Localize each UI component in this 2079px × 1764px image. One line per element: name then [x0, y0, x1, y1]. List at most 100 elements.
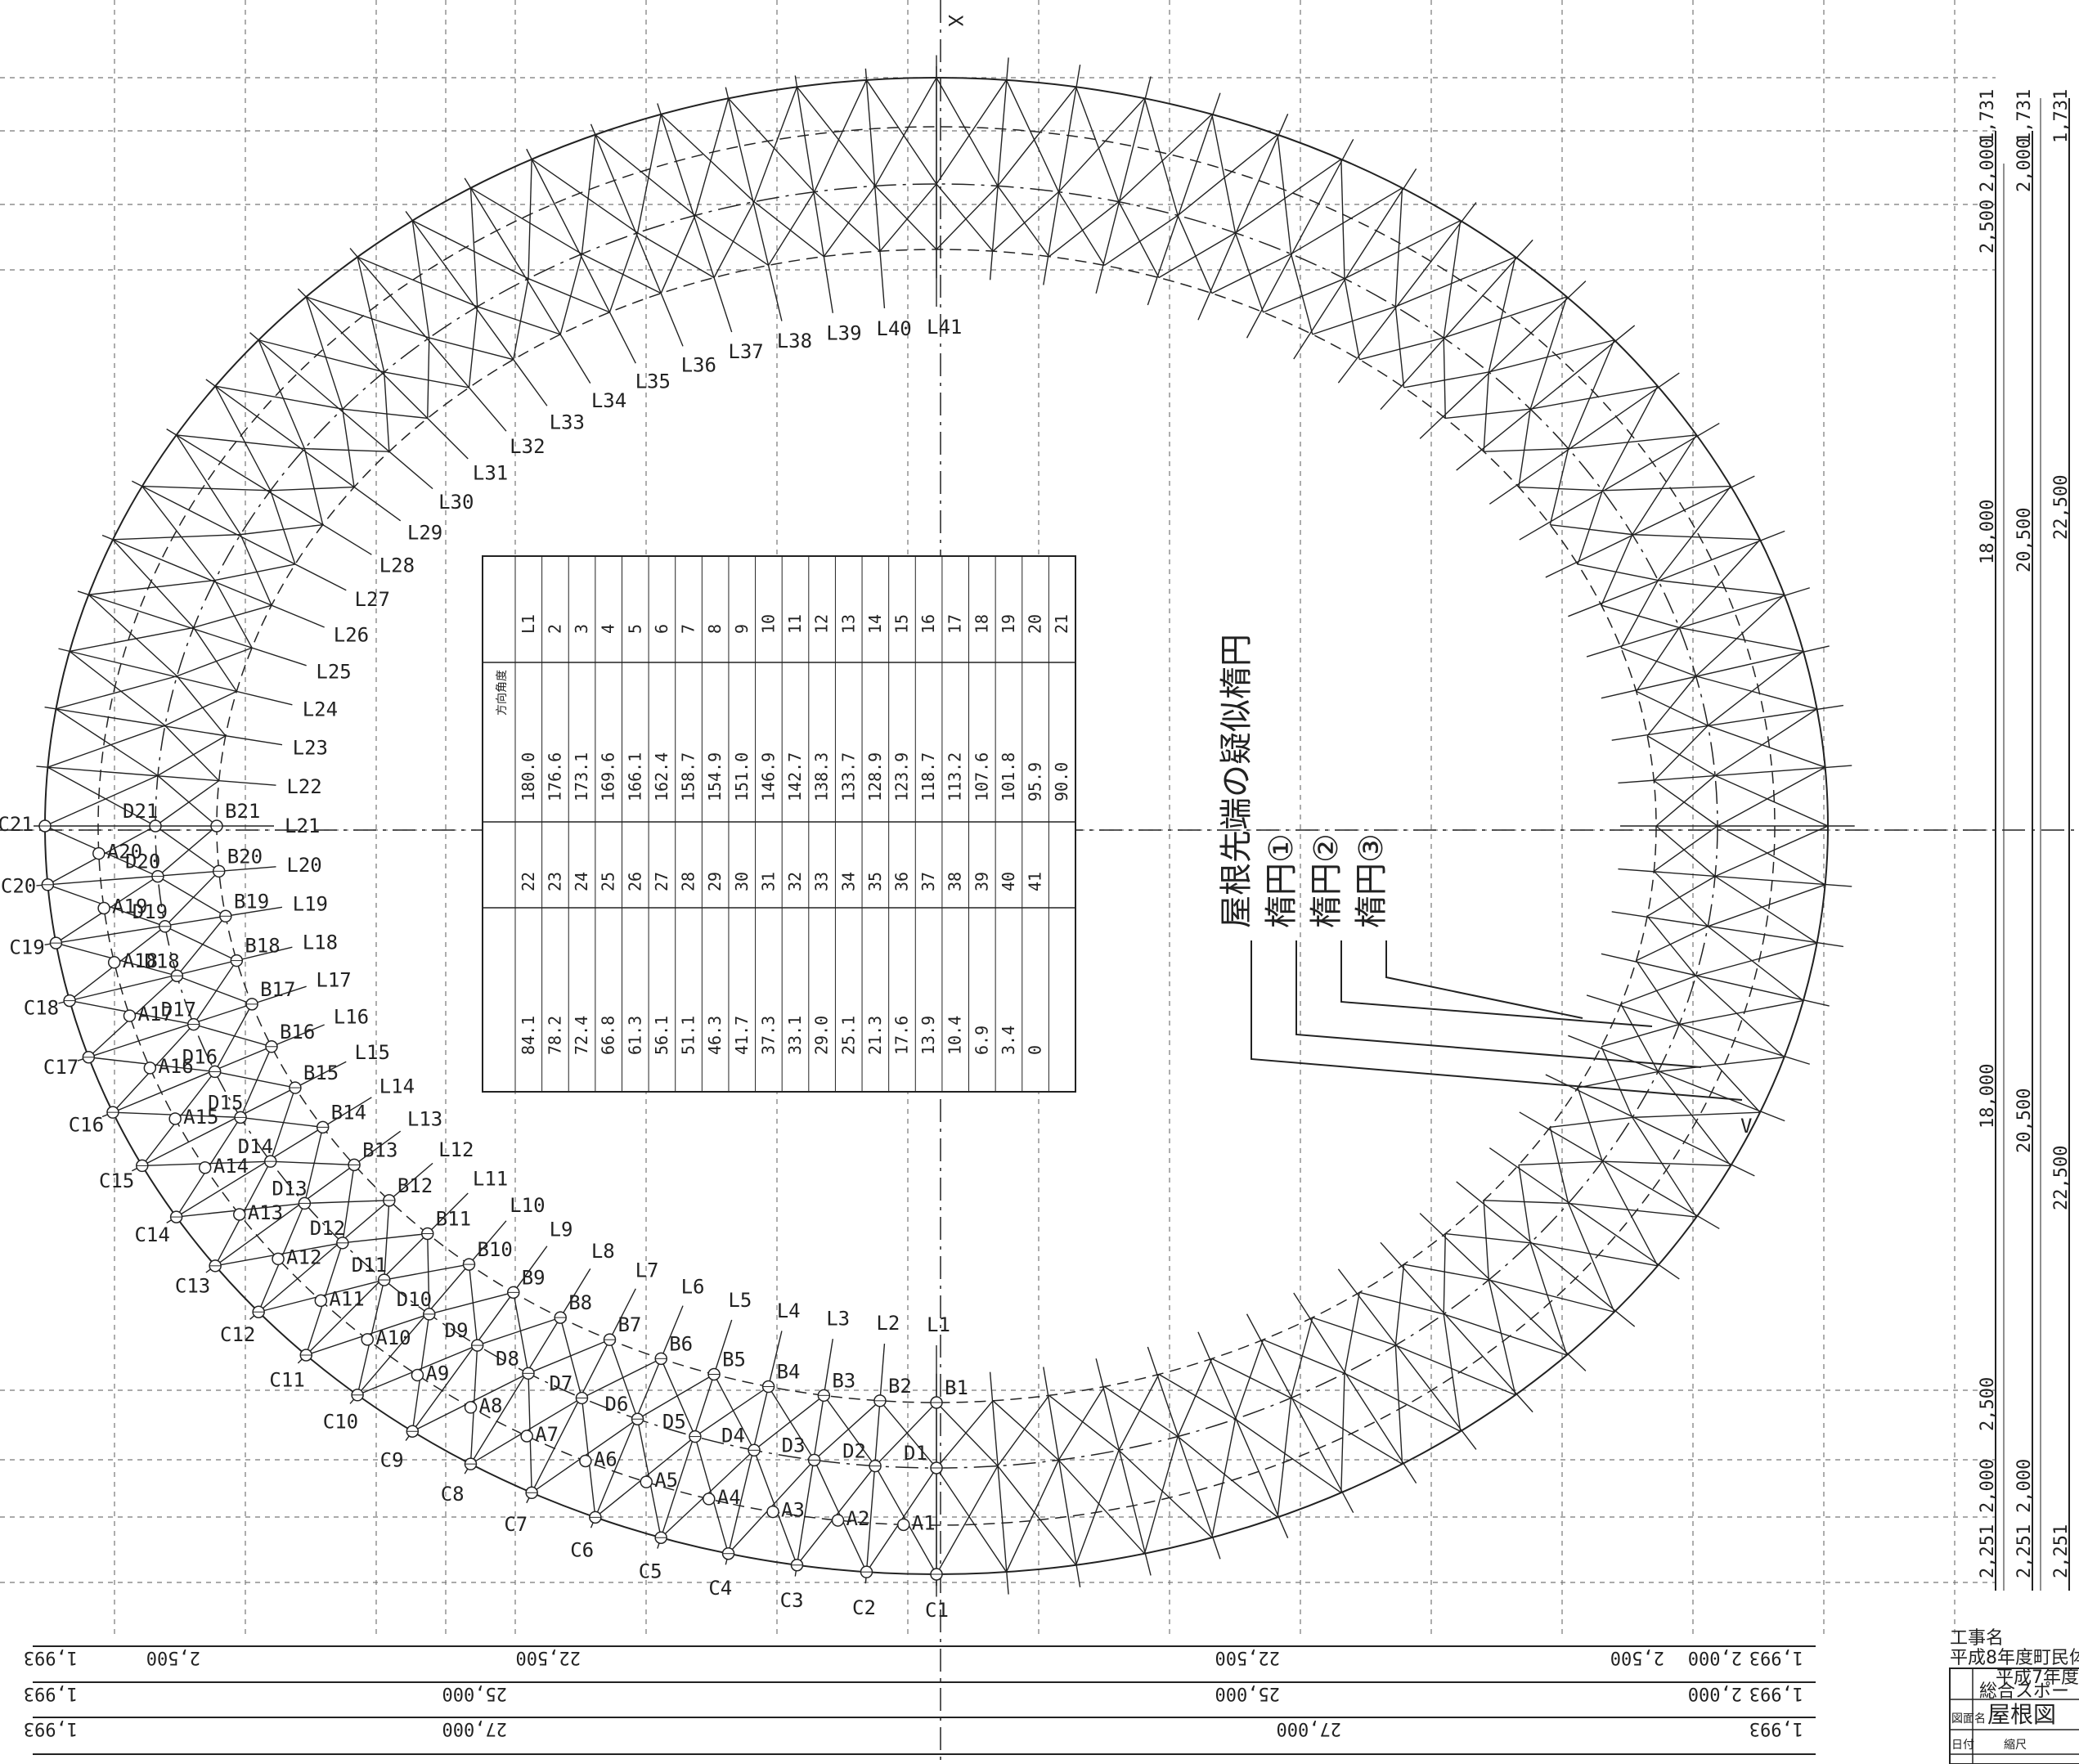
radial-member: [1601, 953, 1830, 1007]
diagonal-member: [1632, 1117, 1697, 1218]
diagonal-member: [1445, 408, 1531, 420]
diagonal-member: [694, 1385, 769, 1438]
node-label-c21: C21: [0, 813, 34, 836]
diagonal-member: [513, 278, 529, 360]
diagonal-member: [581, 1358, 662, 1399]
node-label-c12: C12: [220, 1323, 255, 1346]
diagonal-member: [1235, 159, 1342, 234]
table-cell: 30: [732, 872, 752, 891]
diagonal-member: [874, 77, 937, 186]
right-dim-label: 2,251: [2051, 1524, 2072, 1578]
diagonal-member: [1104, 1385, 1179, 1438]
radial-member: [1337, 202, 1477, 384]
diagonal-member: [1403, 371, 1489, 388]
diagonal-member: [865, 79, 937, 185]
node-label-b9: B9: [522, 1266, 546, 1289]
node-label-l23: L23: [293, 737, 328, 760]
diagonal-member: [1263, 1339, 1345, 1374]
diagonal-member: [1567, 1203, 1615, 1313]
diagonal-member: [1340, 159, 1345, 279]
node-label-l7: L7: [635, 1259, 659, 1282]
diagonal-member: [1601, 534, 1633, 606]
node-a6: [579, 1454, 592, 1468]
table-cell: 40: [999, 872, 1018, 891]
diagonal-member: [384, 1200, 390, 1281]
bottom-dim-label: 1,993: [24, 1647, 78, 1667]
node-label-b3: B3: [832, 1369, 855, 1392]
radial-member: [1456, 1181, 1636, 1327]
node-label-b15: B15: [303, 1062, 339, 1084]
diagonal-member: [1211, 1358, 1291, 1399]
diagonal-member: [258, 339, 384, 373]
table-cell: 36: [892, 872, 912, 891]
node-label-l22: L22: [286, 775, 321, 798]
diagonal-member: [608, 1339, 639, 1420]
table-cell: 6: [652, 624, 671, 634]
scale-label: 縮尺: [2004, 1739, 2027, 1752]
node-label-b11: B11: [436, 1208, 471, 1231]
table-cell: 46.3: [705, 1016, 725, 1055]
diagonal-member: [155, 825, 220, 872]
diagonal-member: [1118, 201, 1160, 278]
diagonal-member: [559, 1317, 583, 1398]
diagonal-member: [814, 191, 881, 252]
diagonal-member: [936, 1467, 1008, 1573]
diagonal-member: [303, 1127, 324, 1204]
diagonal-member: [992, 191, 1059, 252]
radial-member: [1197, 114, 1289, 321]
node-label-l24: L24: [303, 698, 338, 721]
bottom-dim-label: 25,000: [442, 1683, 507, 1703]
diagonal-member: [214, 385, 272, 491]
diagonal-member: [753, 201, 824, 258]
bottom-dim-label: 2,000: [1688, 1683, 1742, 1703]
diagonal-member: [528, 159, 532, 279]
node-label-l27: L27: [355, 588, 390, 611]
right-dim-label: 20,500: [2014, 1088, 2035, 1153]
diagonal-member: [814, 1400, 881, 1461]
diagonal-member: [429, 337, 514, 361]
diagonal-member: [1646, 735, 1716, 777]
diagonal-member: [1005, 79, 1060, 192]
node-label-d2: D2: [842, 1440, 866, 1463]
diagonal-member: [1708, 884, 1825, 927]
table-cell: 166.1: [625, 752, 644, 801]
node-label-d5: D5: [662, 1411, 686, 1434]
table-cell: 7: [679, 624, 698, 634]
diagonal-member: [936, 1466, 999, 1575]
diagonal-member: [1717, 766, 1825, 827]
diagonal-member: [1602, 1160, 1731, 1167]
diagonal-member: [1707, 650, 1804, 726]
bottom-dim-label: 22,500: [516, 1647, 581, 1667]
node-label-a17: A17: [137, 1003, 173, 1026]
diagonal-member: [164, 690, 237, 726]
diagonal-member: [1344, 278, 1360, 360]
radial-member: [1489, 1147, 1680, 1280]
diagonal-member: [767, 1386, 815, 1461]
right-dim-label: 2,000: [1978, 1459, 1998, 1513]
diagonal-member: [1577, 563, 1659, 581]
table-cell: 4: [599, 624, 618, 634]
radial-member: [205, 379, 402, 522]
node-label-l39: L39: [826, 322, 861, 345]
node-label-l17: L17: [316, 969, 351, 992]
diagonal-member: [1530, 385, 1658, 410]
diagonal-member: [1717, 825, 1825, 886]
diagonal-member: [88, 579, 215, 595]
node-a4: [703, 1492, 716, 1506]
diagonal-member: [44, 774, 159, 827]
node-label-l21: L21: [285, 815, 320, 837]
node-label-c15: C15: [99, 1169, 134, 1192]
bottom-dim-label: 2,500: [146, 1647, 200, 1667]
node-label-a8: A8: [479, 1394, 503, 1417]
table-cell: 23: [545, 872, 564, 891]
radial-member: [1489, 372, 1680, 505]
node-label-l40: L40: [876, 317, 911, 340]
node-label-d17: D17: [161, 999, 196, 1021]
diagonal-member: [1359, 1291, 1444, 1315]
table-cell: 17.6: [892, 1016, 912, 1055]
node-label-d12: D12: [310, 1217, 345, 1240]
diagonal-member: [1678, 1024, 1761, 1113]
node-label-c17: C17: [43, 1056, 79, 1079]
node-a8: [464, 1401, 478, 1414]
date-label: 日付: [1951, 1739, 1974, 1752]
